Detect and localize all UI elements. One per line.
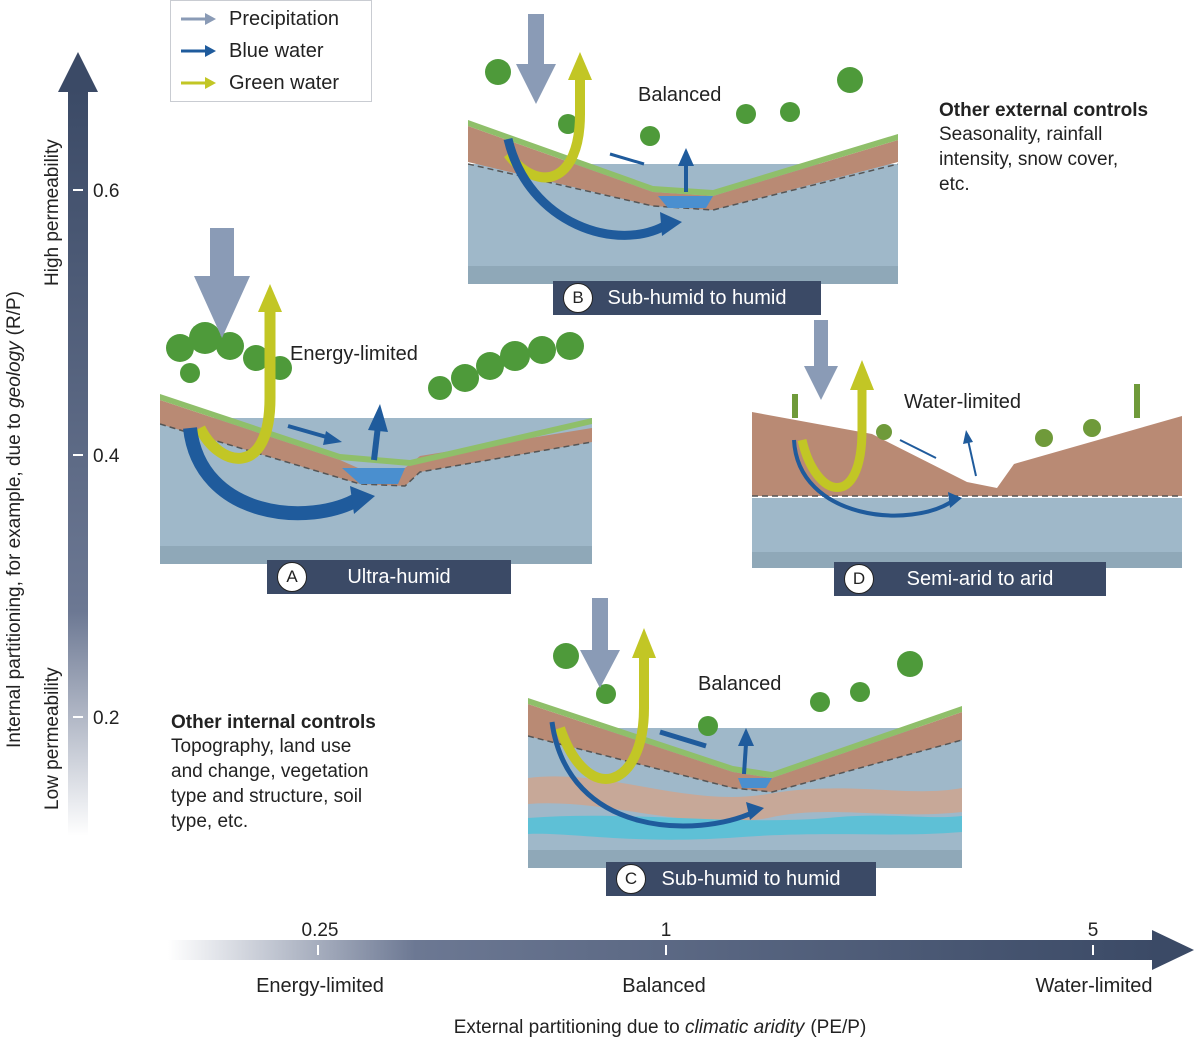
external-controls-line: etc. xyxy=(939,174,970,195)
scenario-name: Sub-humid to humid xyxy=(607,286,787,309)
scenario-regime: Water-limited xyxy=(904,391,1021,413)
scenario-badge: C xyxy=(616,864,646,894)
grass xyxy=(160,394,592,466)
y-tick-label: 0.6 xyxy=(93,181,119,202)
y-axis-arrowhead xyxy=(58,52,98,92)
external-controls-line: intensity, snow cover, xyxy=(939,149,1119,170)
x-axis-arrowhead xyxy=(1152,930,1194,970)
trees xyxy=(553,643,923,736)
legend-label: Blue water xyxy=(229,39,324,62)
green-water-arrow xyxy=(797,384,867,492)
evaporation-arrow xyxy=(371,425,381,461)
scenario-regime: Balanced xyxy=(698,673,781,695)
river xyxy=(658,196,713,208)
precipitation-arrow xyxy=(580,598,620,688)
scenario-badge: A xyxy=(277,562,307,592)
internal-controls-line: Topography, land use xyxy=(171,736,352,757)
blue-water-arrow xyxy=(792,439,956,518)
external-controls-title: Other external controls xyxy=(939,100,1149,121)
internal-controls-line: and change, vegetation xyxy=(171,761,369,782)
scenario-b-illustration: Balanced xyxy=(468,14,898,284)
green-water-arrow xyxy=(555,654,649,784)
scenario-d-label: D Semi-arid to arid xyxy=(834,562,1106,596)
x-regime-label: Energy-limited xyxy=(256,975,384,997)
y-axis-title: Internal partitioning, for example, due … xyxy=(4,291,25,748)
runoff-arrow xyxy=(899,439,937,459)
scenario-a-illustration: Energy-limited xyxy=(160,228,592,564)
soil-layer xyxy=(528,704,962,792)
runoff-arrow xyxy=(287,424,331,440)
trees xyxy=(485,59,863,146)
legend-item-green-water: Green water xyxy=(181,68,339,98)
water-table xyxy=(468,163,898,211)
river xyxy=(342,468,405,484)
bedrock xyxy=(160,546,592,564)
x-regime-label: Water-limited xyxy=(1035,975,1152,997)
blue-water-arrow xyxy=(183,426,364,521)
legend: Precipitation Blue water Green water xyxy=(170,0,372,102)
scenario-regime: Energy-limited xyxy=(290,343,418,365)
blue-water-arrow xyxy=(549,721,756,829)
precipitation-arrow xyxy=(516,14,556,104)
blue-water-arrow-icon xyxy=(181,45,216,57)
legend-label: Green water xyxy=(229,71,340,94)
scenario-name: Semi-arid to arid xyxy=(906,567,1054,590)
scenario-name: Ultra-humid xyxy=(347,565,451,588)
scenario-regime: Balanced xyxy=(638,84,721,106)
evaporation-arrow xyxy=(742,743,748,775)
trees-left xyxy=(166,322,292,383)
y-tick-label: 0.2 xyxy=(93,708,119,729)
scenario-badge: B xyxy=(563,283,593,313)
evaporation-arrow xyxy=(967,439,977,477)
x-tick-label: 0.25 xyxy=(302,920,339,941)
scenario-badge: D xyxy=(844,564,874,594)
river xyxy=(738,778,772,788)
y-low-label: Low permeability xyxy=(42,667,63,810)
trees-right xyxy=(428,332,584,400)
soil-layer xyxy=(752,412,1182,496)
grass xyxy=(528,698,962,778)
green-water-arrow-icon xyxy=(181,77,216,89)
runoff-arrow xyxy=(609,152,645,166)
scenario-b-label: B Sub-humid to humid xyxy=(553,281,821,315)
external-controls-note: Other external controls Seasonality, rai… xyxy=(939,100,1189,197)
precipitation-arrow-icon xyxy=(181,13,216,25)
x-axis-title: External partitioning due to climatic ar… xyxy=(454,1017,867,1038)
legend-item-blue-water: Blue water xyxy=(181,36,324,66)
y-axis-bar xyxy=(68,88,88,836)
scenario-c-label: C Sub-humid to humid xyxy=(606,862,876,896)
scenario-c-illustration: Balanced xyxy=(528,598,962,868)
x-tick-label: 5 xyxy=(1088,920,1099,941)
internal-controls-line: type and structure, soil xyxy=(171,786,363,807)
external-controls-line: Seasonality, rainfall xyxy=(939,124,1103,145)
precipitation-arrow xyxy=(194,228,250,338)
groundwater xyxy=(468,164,898,284)
scenario-name: Sub-humid to humid xyxy=(661,867,841,890)
x-axis-bar xyxy=(168,940,1158,960)
scenario-a-label: A Ultra-humid xyxy=(267,560,511,594)
bedrock xyxy=(468,266,898,284)
desert-plants xyxy=(792,384,1140,447)
green-water-arrow xyxy=(195,308,276,464)
legend-item-precipitation: Precipitation xyxy=(181,4,339,34)
clay-layer xyxy=(528,776,962,822)
precipitation-arrow xyxy=(804,320,838,400)
internal-controls-line: type, etc. xyxy=(171,811,249,832)
x-regime-label: Balanced xyxy=(622,975,705,997)
soil-layer xyxy=(468,126,898,210)
y-tick-label: 0.4 xyxy=(93,446,120,467)
blue-water-arrow xyxy=(503,137,671,240)
scenario-d-illustration: Water-limited xyxy=(752,320,1182,568)
water-table xyxy=(160,423,592,487)
internal-controls-title: Other internal controls xyxy=(171,712,376,733)
internal-controls-note: Other internal controls Topography, land… xyxy=(171,712,431,834)
legend-label: Precipitation xyxy=(229,7,340,30)
x-tick-label: 1 xyxy=(661,920,672,941)
runoff-arrow xyxy=(659,729,707,749)
y-high-label: High permeability xyxy=(42,139,63,286)
